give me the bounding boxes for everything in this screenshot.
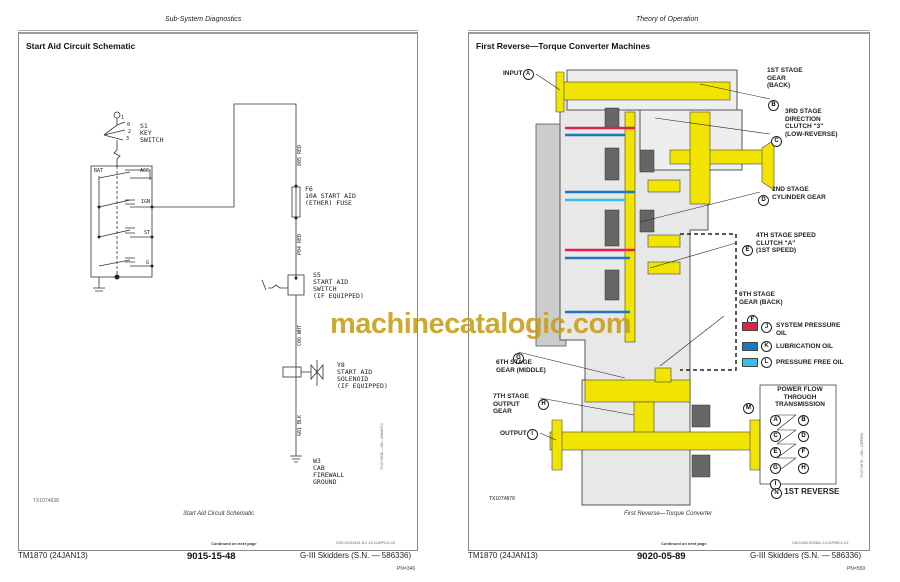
right-pn: PN=559 xyxy=(847,566,866,572)
legend-item-pressure-free: L PRESSURE FREE OIL xyxy=(742,357,844,368)
flow-c: C xyxy=(770,431,781,442)
callout-c-label: 3RD STAGE DIRECTION CLUTCH "3" (LOW-REVE… xyxy=(785,108,838,138)
callout-h: H xyxy=(538,399,549,410)
left-page-number: 9015-15-48 xyxy=(187,551,236,562)
left-caption: Start Aid Circuit Schematic xyxy=(183,511,255,517)
s1-label: S1 KEY SWITCH xyxy=(140,122,164,144)
s5-label: S5 START AID SWITCH (IF EQUIPPED) xyxy=(313,271,364,300)
terminal-ign: IGN xyxy=(141,199,151,205)
w3-label: W3 CAB FIREWALL GROUND xyxy=(313,457,345,486)
callout-b-label: 1ST STAGE GEAR (BACK) xyxy=(767,67,803,89)
flow-h: H xyxy=(798,463,809,474)
right-caption: First Reverse—Torque Converter xyxy=(624,511,713,517)
transmission-diagram xyxy=(517,69,837,506)
mode-text: 1ST REVERSE xyxy=(784,487,840,496)
header-rule xyxy=(468,30,870,31)
legend-label: PRESSURE FREE OIL xyxy=(776,358,844,366)
watermark: machinecatalogic.com xyxy=(330,308,632,340)
flow-d: D xyxy=(798,431,809,442)
right-page-number: 9020-05-89 xyxy=(637,551,686,562)
callout-g-label: 6TH STAGE GEAR (MIDDLE) xyxy=(496,359,546,374)
mode-label: N 1ST REVERSE xyxy=(771,488,839,499)
right-footer-model: G-III Skidders (S.N. — 586336) xyxy=(750,551,862,560)
left-ref: CED,OUO1043,110 -19-21APR10-1/5 xyxy=(336,541,395,545)
left-continued: Continued on next page xyxy=(211,541,257,546)
header-rule xyxy=(18,30,418,31)
callout-i: I xyxy=(526,429,538,440)
callout-a: A xyxy=(522,69,534,80)
callout-h-label: 7TH STAGE OUTPUT GEAR xyxy=(493,393,529,415)
power-flow-title: POWER FLOW THROUGH TRANSMISSION xyxy=(775,386,825,408)
left-pn: PN=346 xyxy=(397,566,416,572)
right-header: Theory of Operation xyxy=(636,16,699,23)
legend-label: LUBRICATION OIL xyxy=(776,342,833,350)
swatch-light-blue xyxy=(742,358,758,367)
right-panel xyxy=(468,32,870,551)
right-side-ref: TX1074878 —UN—22FEB01 xyxy=(860,432,864,478)
swatch-red xyxy=(742,322,758,331)
flow-a: A xyxy=(770,415,781,426)
right-continued: Continued on next page xyxy=(661,541,707,546)
callout-g: G xyxy=(513,353,524,364)
right-ref: OUO1085,00008A -19-22FEB01-1/2 xyxy=(792,541,849,545)
callout-l: L xyxy=(761,357,772,368)
f6-label: F6 10A START AID (ETHER) FUSE xyxy=(305,185,356,207)
left-panel xyxy=(18,32,418,551)
switch-position-2: 2 xyxy=(128,129,132,135)
input-text: INPUT xyxy=(503,70,523,77)
legend-item-system-pressure: J SYSTEM PRESSURE OIL xyxy=(742,322,844,337)
callout-m: M xyxy=(743,403,754,414)
output-text: OUTPUT xyxy=(500,430,527,437)
terminal-bat: BAT xyxy=(94,168,104,174)
callout-c: C xyxy=(771,136,782,147)
left-figure-id: TX1074638 xyxy=(33,498,59,504)
callout-j: J xyxy=(761,322,772,333)
callout-b: B xyxy=(768,100,779,111)
legend-label: SYSTEM PRESSURE OIL xyxy=(776,322,841,337)
switch-position-3: 3 xyxy=(126,136,130,142)
left-footer-manual: TM1870 (24JAN13) xyxy=(18,551,88,560)
start-aid-schematic xyxy=(90,103,324,463)
callout-e: E xyxy=(742,245,753,256)
switch-position-0: 0 xyxy=(127,122,131,128)
terminal-g: G xyxy=(146,260,150,266)
flow-g: G xyxy=(770,463,781,474)
callout-f-label: 6TH STAGE GEAR (BACK) xyxy=(739,291,783,306)
callout-d-label: 2ND STAGE CYLINDER GEAR xyxy=(772,186,826,201)
callout-e-label: 4TH STAGE SPEED CLUTCH "A" (1ST SPEED) xyxy=(756,232,816,254)
flow-e: E xyxy=(770,447,781,458)
legend-item-lubrication: K LUBRICATION OIL xyxy=(742,341,844,352)
callout-k: K xyxy=(761,341,772,352)
right-footer-manual: TM1870 (24JAN13) xyxy=(468,551,538,560)
swatch-blue xyxy=(742,342,758,351)
right-figure-id: TX1074878 xyxy=(489,496,515,502)
callout-d: D xyxy=(758,195,769,206)
left-title: Start Aid Circuit Schematic xyxy=(26,41,136,51)
flow-f: F xyxy=(798,447,809,458)
y8-label: Y8 START AID SOLENOID (IF EQUIPPED) xyxy=(337,361,388,390)
left-header: Sub-System Diagnostics xyxy=(165,16,242,23)
flow-b: B xyxy=(798,415,809,426)
left-footer-model: G-III Skidders (S.N. — 586336) xyxy=(300,551,412,560)
right-title: First Reverse—Torque Converter Machines xyxy=(476,41,651,51)
callout-n: N xyxy=(771,488,782,499)
terminal-acc: ACC xyxy=(140,168,150,174)
switch-position-1: 1 xyxy=(121,115,125,121)
terminal-st: ST xyxy=(144,230,151,236)
